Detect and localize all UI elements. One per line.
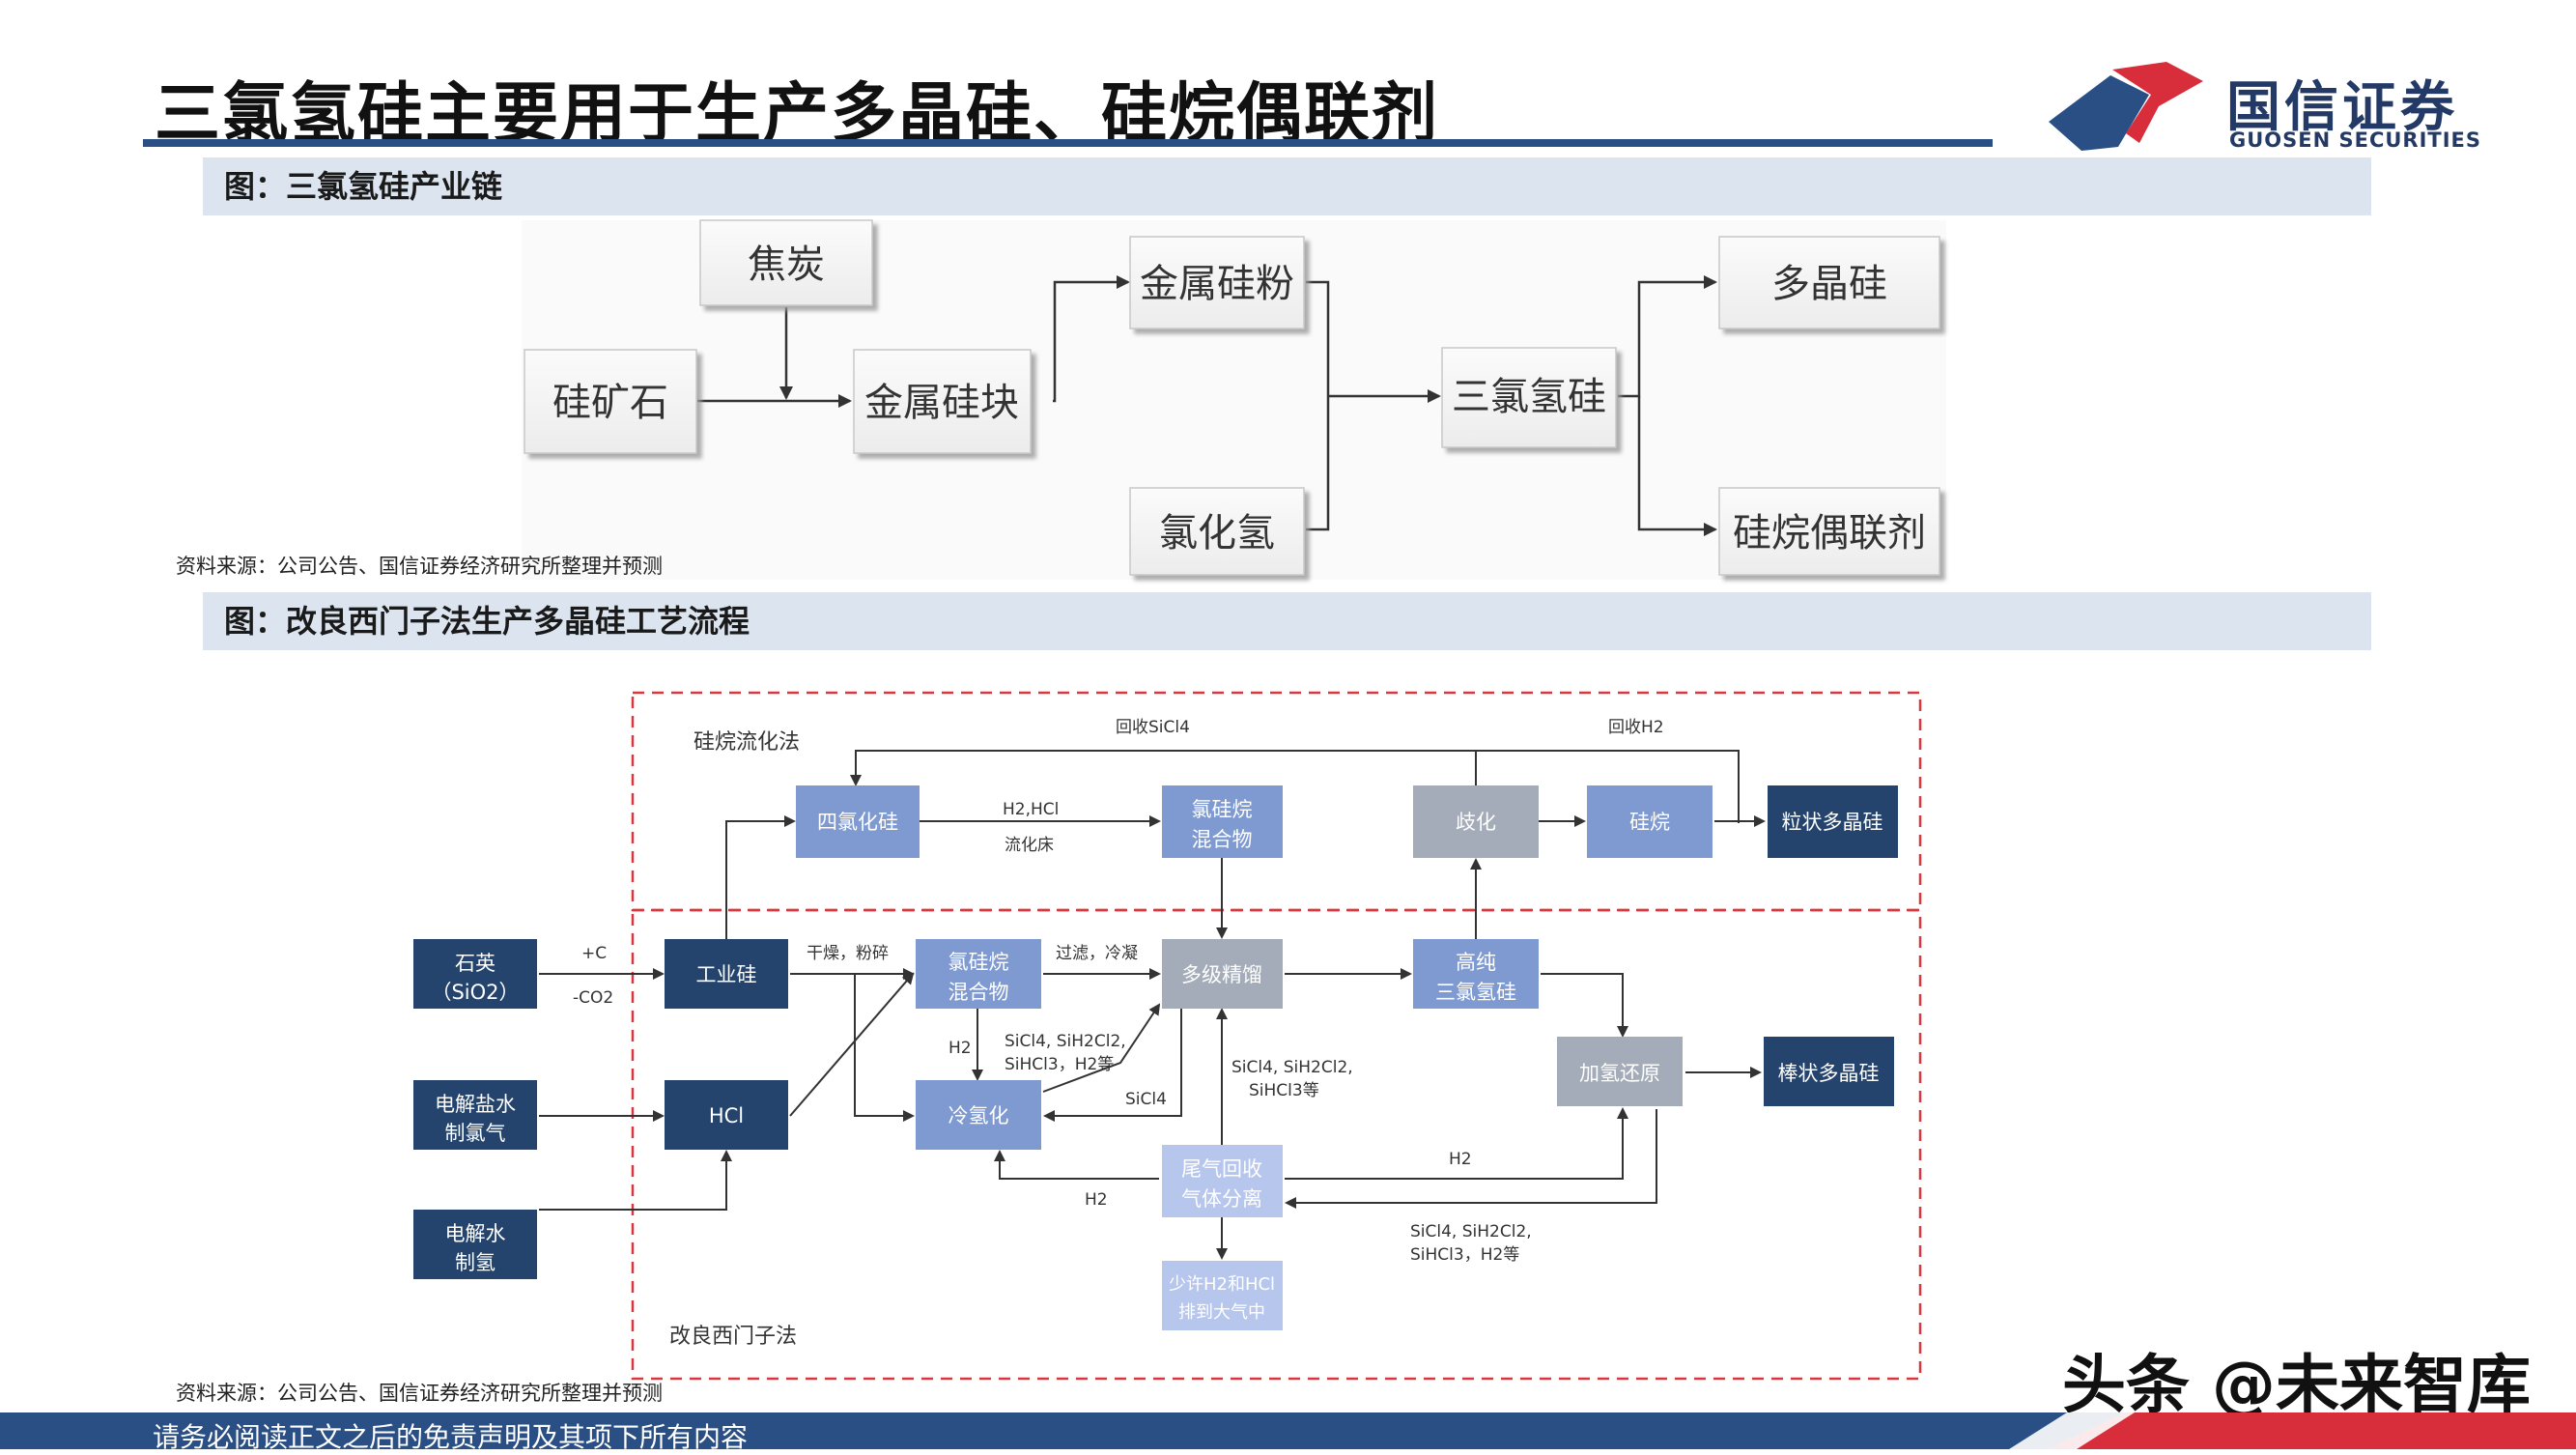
label-shiying-2: （SiO2） [431,981,519,1004]
node-dianjieshui [413,1210,537,1279]
figure2-caption: 图：改良西门子法生产多晶硅工艺流程 [224,603,750,640]
title-underline [143,139,1993,147]
node-lvguiwan-top [1162,785,1283,858]
node-gaochun [1413,939,1539,1009]
label-qihua: 歧化 [1456,811,1496,834]
node-qihua [1413,785,1539,858]
edge-label-sicl4-mix1-1: SiCl4, SiH2Cl2, [1005,1032,1126,1051]
guosen-logo-icon [2049,62,2203,151]
edge-label-h2-b: H2 [1449,1150,1472,1169]
label-lvguiwan-top-2: 混合物 [1192,828,1253,851]
node-silvhuagui [796,785,920,858]
label-jinshuguifen: 金属硅粉 [1140,262,1294,306]
node-weiqi [1162,1145,1283,1217]
node-hcl [665,1080,788,1150]
node-lizhuang [1768,785,1898,858]
edge-label-liuhuachuang: 流化床 [1005,836,1054,855]
edge-label-sicl4-mix2-2: SiHCl3等 [1249,1081,1319,1100]
edge-label-sicl4-mix1-2: SiHCl3，H2等 [1005,1055,1114,1074]
node-jinshuguifen [1129,236,1305,329]
region-top-label: 硅烷流化法 [694,730,800,755]
edge-label-guolv: 过滤，冷凝 [1056,944,1138,963]
figure2-caption-bar: 图：改良西门子法生产多晶硅工艺流程 [203,592,2371,650]
node-gongyegui [665,939,788,1009]
edge-label-h2hcl: H2,HCl [1003,800,1059,819]
label-jiaotan: 焦炭 [748,242,825,287]
node-guiwan [1587,785,1713,858]
node-jinshuguikuai [853,349,1032,454]
edge-label-minus-co2: -CO2 [573,988,613,1008]
node-lvguiwan-mid [916,939,1041,1009]
edge-label-sicl4-mix2-1: SiCl4, SiH2Cl2, [1231,1058,1353,1077]
label-shaoxu-2: 排到大气中 [1178,1302,1265,1323]
label-duojinggui: 多晶硅 [1771,262,1887,306]
watermark: 头条 @未来智库 [2062,1348,2531,1422]
figure1-caption: 图：三氯氢硅产业链 [224,168,503,205]
node-bangzhuang [1764,1037,1894,1106]
label-gaochun-1: 高纯 [1456,951,1496,974]
label-jinshuguikuai: 金属硅块 [864,381,1019,425]
label-lvguiwan-top-1: 氯硅烷 [1192,798,1253,821]
node-duojinggui [1718,236,1940,329]
node-guikuangshi [524,349,697,454]
edge-label-sicl4-a: SiCl4 [1125,1090,1167,1109]
label-lengqinghua: 冷氢化 [948,1104,1009,1127]
label-weiqi-2: 气体分离 [1181,1187,1262,1211]
node-shaoxu [1162,1261,1283,1330]
figure1-caption-bar: 图：三氯氢硅产业链 [203,157,2371,215]
label-guiwanouLianji: 硅烷偶联剂 [1733,511,1926,556]
label-silvhuagui: 四氯化硅 [817,811,898,834]
logo-text-en: GUOSEN SECURITIES [2229,128,2482,152]
label-jiaqinghuanyuan: 加氢还原 [1579,1062,1660,1085]
region-bottom-border [631,908,1922,1381]
logo-text-cn: 国信证券 [2226,76,2458,139]
edge-label-h2-c: H2 [1085,1190,1108,1210]
label-shiying-1: 石英 [455,952,495,975]
label-bangzhuang: 棒状多晶硅 [1778,1062,1880,1085]
edge-label-huishou-h2: 回收H2 [1608,718,1664,737]
label-lvguiwan-mid-2: 混合物 [948,981,1009,1004]
edge-label-ganzao: 干燥，粉碎 [807,944,889,963]
label-gongyegui: 工业硅 [696,963,757,986]
label-lizhuang: 粒状多晶硅 [1782,811,1883,834]
node-jiaqinghuanyuan [1557,1037,1683,1106]
label-gaochun-2: 三氯氢硅 [1435,981,1516,1004]
node-jiaotan [699,219,873,306]
label-guiwan: 硅烷 [1629,811,1670,834]
label-lvhuaqing: 氯化氢 [1159,511,1275,556]
label-dianjieshui-1: 电解水 [445,1222,506,1245]
edge-label-plus-c: +C [581,944,607,963]
edge-label-h2-a: H2 [948,1039,972,1058]
label-dianjieyanshui-1: 电解盐水 [435,1093,516,1116]
label-shaoxu-1: 少许H2和HCl [1169,1274,1275,1295]
label-sanlvqinggui: 三氯氢硅 [1452,375,1606,419]
node-dianjieyanshui [413,1080,537,1150]
region-bottom-label: 改良西门子法 [669,1325,797,1349]
node-lengqinghua [916,1080,1041,1150]
edge-label-sicl4-mix3-1: SiCl4, SiH2Cl2, [1410,1222,1532,1241]
label-guikuangshi: 硅矿石 [552,381,668,425]
label-dianjieshui-2: 制氢 [455,1251,495,1274]
edge-label-huishou-sicl4: 回收SiCl4 [1116,718,1190,737]
edge-label-sicl4-mix3-2: SiHCl3，H2等 [1410,1245,1519,1265]
node-guiwanouLianji [1718,487,1940,576]
footer-accent [2009,1412,2576,1449]
figure2-source: 资料来源：公司公告、国信证券经济研究所整理并预测 [176,1382,663,1405]
node-shiying [413,939,537,1009]
node-sanlvqinggui [1441,347,1617,448]
label-dianjieyanshui-2: 制氯气 [445,1122,506,1145]
label-lvguiwan-mid-1: 氯硅烷 [948,951,1009,974]
footer-disclaimer: 请务必阅读正文之后的免责声明及其项下所有内容 [153,1421,749,1453]
node-lvhuaqing [1129,487,1305,576]
label-duojijingliu: 多级精馏 [1181,963,1262,986]
figure1-source: 资料来源：公司公告、国信证券经济研究所整理并预测 [176,555,663,578]
label-weiqi-1: 尾气回收 [1181,1157,1262,1181]
label-hcl: HCl [709,1104,744,1127]
node-duojijingliu [1162,939,1283,1009]
